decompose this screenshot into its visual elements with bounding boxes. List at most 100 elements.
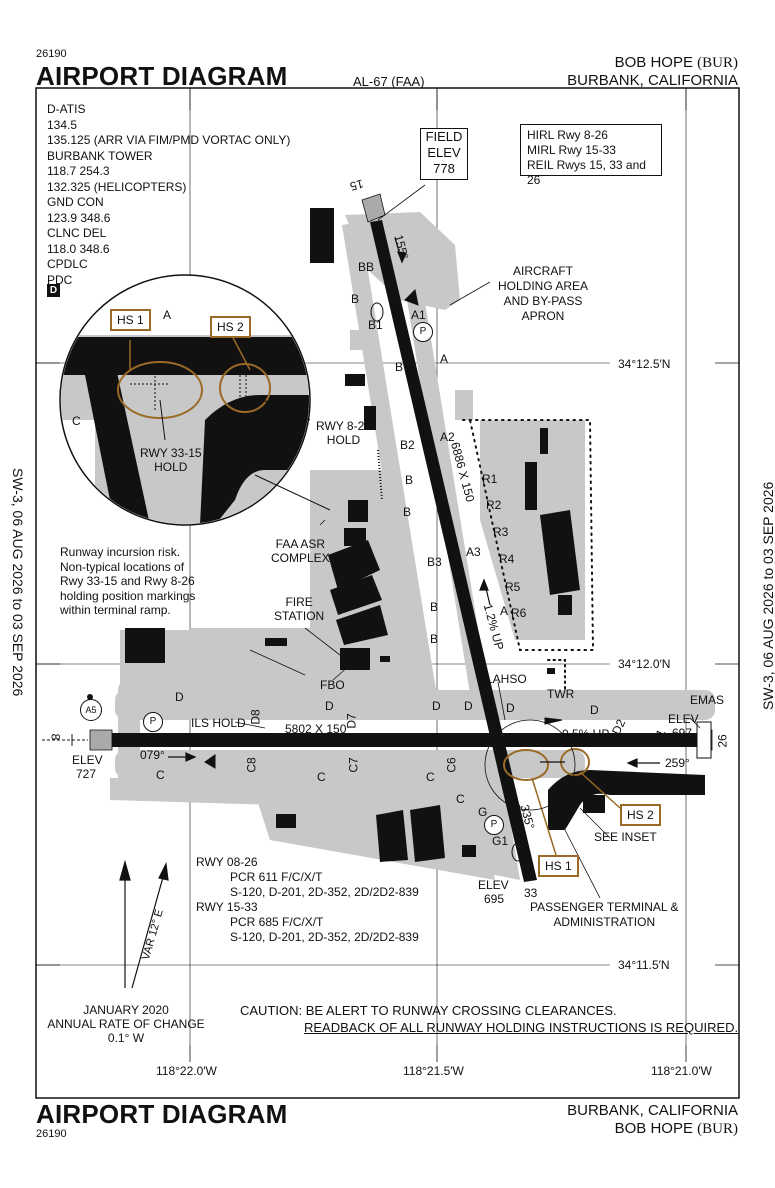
- procedure-id: AL-67 (FAA): [353, 74, 425, 89]
- note-line-1: Runway incursion risk.: [60, 545, 181, 559]
- freq-arr: 135.125 (ARR VIA FIM/PMD VORTAC ONLY): [47, 133, 291, 147]
- runway-end-26: 26: [715, 734, 730, 748]
- parking-marker-1: P: [413, 322, 433, 342]
- freq-gnd-value: 123.9 348.6: [47, 210, 111, 225]
- pcr-1533-value: PCR 685 F/C/X/T: [230, 915, 324, 929]
- datalink-icon: D: [47, 284, 60, 297]
- caution-line-2: READBACK OF ALL RUNWAY HOLDING INSTRUCTI…: [304, 1020, 739, 1035]
- airport-name-header: BOB HOPE (BUR): [615, 54, 738, 72]
- elev-26-value: 697: [672, 726, 693, 740]
- airport-id: (BUR): [697, 55, 738, 71]
- airport-name: BOB HOPE: [614, 54, 693, 71]
- longitude-2: 118°21.5′W: [403, 1064, 464, 1078]
- inset-hotspot-2: HS 2: [210, 316, 251, 338]
- note-line-3: Rwy 33-15 and Rwy 8-26: [60, 574, 195, 588]
- hotspot-1: HS 1: [538, 855, 579, 877]
- footer-chart-number: 26190: [36, 1128, 67, 1140]
- twy-a2: A2: [440, 430, 455, 444]
- north-arrows: [119, 859, 169, 989]
- tower-label: TWR: [547, 687, 575, 701]
- rwy-3315-hold-label: RWY 33-15 HOLD: [140, 446, 202, 474]
- holding-label-4: APRON: [521, 309, 565, 323]
- note-line-2: Non-typical locations of: [60, 559, 185, 574]
- note-line-4: holding position markings: [60, 588, 196, 603]
- lighting-box: HIRL Rwy 8-26 MIRL Rwy 15-33 REIL Rwys 1…: [520, 124, 662, 187]
- annual-change-1: JANUARY 2020: [83, 1003, 169, 1017]
- footer-airport: BOB HOPE: [614, 1120, 693, 1137]
- freq-pdc: PDC: [47, 272, 73, 287]
- twy-a1: A1: [411, 308, 426, 322]
- fire-2: STATION: [274, 609, 325, 623]
- freq-clnc: CLNC DEL: [47, 226, 107, 240]
- freq-clnc-value: 118.0 348.6: [47, 241, 110, 256]
- footer-airport-name: BOB HOPE (BUR): [615, 1120, 738, 1138]
- freq-atis-value: 134.5: [47, 117, 78, 132]
- frequency-list: D-ATIS 134.5 135.125 (ARR VIA FIM/PMD VO…: [47, 102, 290, 288]
- field-elev-label: FIELD: [425, 129, 463, 144]
- inset-detail: [59, 274, 311, 526]
- twy-b-6: B: [430, 632, 439, 646]
- runway-heading-079: 079°: [140, 748, 165, 762]
- twy-bb: BB: [358, 260, 375, 274]
- twy-c-4: C: [456, 792, 465, 806]
- pcr-0826-value: PCR 611 F/C/X/T: [230, 870, 323, 884]
- freq-tower-value: 118.7 254.3: [47, 164, 110, 178]
- freq-gnd: GND CON: [47, 195, 104, 209]
- runway-end-8: 8: [48, 733, 63, 741]
- runways: [112, 220, 702, 882]
- caution-line-1: CAUTION: BE ALERT TO RUNWAY CROSSING CLE…: [240, 1003, 617, 1018]
- longitude-1: 118°22.0′W: [156, 1064, 217, 1078]
- buildings: [125, 208, 705, 862]
- fire-station-label: FIRE STATION: [274, 595, 324, 623]
- hotspot-2: HS 2: [620, 804, 661, 826]
- annual-change-label: JANUARY 2020 ANNUAL RATE OF CHANGE 0.1° …: [46, 1003, 206, 1045]
- elev-8-label: ELEV: [72, 753, 103, 767]
- runway-end-33: 33: [524, 886, 538, 900]
- twy-c8: C8: [244, 757, 259, 773]
- longitude-3: 118°21.0′W: [651, 1064, 712, 1078]
- inset-hotspot-1: HS 1: [110, 309, 151, 331]
- twy-r6: R6: [511, 606, 527, 620]
- twy-r1: R1: [482, 472, 498, 486]
- runway-heading-259: 259°: [665, 756, 690, 770]
- runway-08-26-dimensions: 5802 X 150: [285, 722, 347, 736]
- twy-b: B: [351, 292, 360, 306]
- twy-r5: R5: [505, 580, 521, 594]
- twy-d-3: D: [432, 699, 441, 713]
- blast-pad-8: [89, 729, 113, 751]
- fbo-label: FBO: [320, 678, 345, 692]
- footer-title: AIRPORT DIAGRAM: [36, 1099, 288, 1129]
- inset-twy-a: A: [163, 308, 172, 322]
- footer-airport-id: (BUR): [697, 1121, 738, 1137]
- holding-label-1: AIRCRAFT: [513, 264, 573, 278]
- holding-area-label: AIRCRAFT HOLDING AREA AND BY-PASS APRON: [488, 264, 598, 324]
- parking-marker-2: P: [143, 712, 163, 732]
- emas-box: [696, 721, 712, 759]
- twy-c6: C6: [444, 757, 459, 773]
- latitude-2: 34°12.0′N: [618, 657, 671, 671]
- city-header: BURBANK, CALIFORNIA: [567, 72, 738, 89]
- freq-cpdlc: CPDLC: [47, 257, 88, 271]
- terminal-2: ADMINISTRATION: [553, 915, 656, 929]
- left-date-label: SW-3, 06 AUG 2026 to 03 SEP 2026: [10, 468, 26, 697]
- twy-b-4: B: [403, 505, 412, 519]
- rwy-826-hold-1: RWY 8-26: [316, 419, 371, 433]
- pcr-1533-gear: S-120, D-201, 2D-352, 2D/2D2-839: [230, 930, 419, 944]
- pcr-rwy-1533: RWY 15-33: [196, 900, 258, 914]
- taxiway-a5-marker: A5: [80, 699, 102, 721]
- twy-b1: B1: [368, 318, 383, 332]
- twy-g: G: [478, 805, 488, 819]
- terminal-label: PASSENGER TERMINAL & ADMINISTRATION: [530, 900, 678, 930]
- latitude-1: 34°12.5′N: [618, 357, 671, 371]
- freq-datis: D-ATIS: [47, 102, 86, 116]
- rwy-826-hold-label: RWY 8-26 HOLD: [316, 419, 371, 447]
- pcr-block: RWY 08-26 PCR 611 F/C/X/T S-120, D-201, …: [196, 855, 419, 945]
- ils-hold-label: ILS HOLD: [191, 716, 246, 730]
- elev-26-label: ELEV: [668, 712, 699, 726]
- field-elev-label2: ELEV: [427, 145, 461, 160]
- latitude-3: 34°11.5′N: [618, 958, 670, 972]
- twy-r2: R2: [486, 498, 502, 512]
- holding-label-3: AND BY-PASS: [503, 294, 583, 308]
- rwy-3315-hold-1: RWY 33-15: [140, 446, 202, 460]
- diagram-frame: [35, 87, 740, 1099]
